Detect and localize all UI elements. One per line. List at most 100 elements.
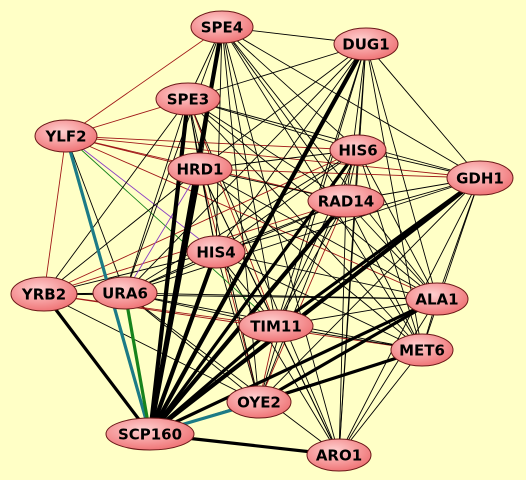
node-ura6[interactable]: URA6 (92, 276, 158, 310)
node-ylf2[interactable]: YLF2 (34, 119, 98, 153)
edge-dug1-his6 (357, 43, 367, 151)
node-label: DUG1 (342, 36, 389, 54)
node-met6[interactable]: MET6 (390, 333, 454, 367)
node-label: SCP160 (118, 426, 182, 444)
node-ellipse[interactable] (105, 417, 195, 451)
edge-spe4-his6 (221, 26, 359, 151)
edge-aro1-ala1 (338, 298, 438, 456)
edge-dug1-his4 (215, 43, 367, 253)
node-scp160[interactable]: SCP160 (105, 417, 195, 451)
edge-scp160-ura6 (123, 291, 152, 436)
node-ellipse[interactable] (186, 235, 246, 269)
node-his6[interactable]: HIS6 (329, 134, 387, 166)
edge-spe3-his6 (187, 98, 359, 151)
edge-his4-ala1 (215, 251, 438, 300)
edge-rad14-ala1 (345, 200, 438, 300)
edge-rad14-tim11 (275, 200, 347, 327)
edge-yrb2-his6 (43, 149, 359, 295)
node-rad14[interactable]: RAD14 (307, 184, 385, 218)
node-label: ARO1 (316, 447, 362, 465)
node-ellipse[interactable] (190, 10, 254, 44)
edge-spe4-ala1 (221, 26, 438, 300)
node-label: ALA1 (415, 291, 458, 309)
edge-scp160-his4 (147, 249, 219, 437)
edge-ylf2-spe4 (65, 26, 223, 137)
node-spe3[interactable]: SPE3 (155, 82, 221, 116)
edge-ylf2-his4 (65, 135, 217, 253)
node-ellipse[interactable] (307, 184, 385, 218)
node-hrd1[interactable]: HRD1 (167, 152, 233, 186)
edge-oye2-hrd1 (199, 168, 260, 403)
edge-ylf2-yrb2 (43, 135, 67, 295)
edge-spe3-ura6 (124, 98, 189, 294)
edge-yrb2-oye2 (43, 293, 260, 403)
node-label: HIS6 (338, 142, 377, 160)
node-ellipse[interactable] (226, 385, 292, 419)
node-label: TIM11 (250, 318, 302, 336)
node-ellipse[interactable] (405, 282, 469, 316)
edge-scp160-hrd1 (147, 166, 203, 437)
edge-ylf2-ala1 (65, 135, 438, 300)
node-tim11[interactable]: TIM11 (238, 309, 314, 343)
node-oye2[interactable]: OYE2 (226, 385, 292, 419)
edge-hrd1-ura6 (124, 168, 201, 294)
node-ellipse[interactable] (446, 160, 514, 196)
edge-rad14-met6 (345, 200, 423, 351)
node-his4[interactable]: HIS4 (186, 235, 246, 269)
edge-scp160-spe3 (147, 96, 191, 437)
edge-ylf2-ura6 (65, 135, 126, 294)
node-ellipse[interactable] (390, 333, 454, 367)
edge-scp160-gdh1 (147, 175, 483, 437)
node-ellipse[interactable] (333, 27, 399, 61)
node-ellipse[interactable] (34, 119, 98, 153)
edge-spe4-gdh1 (221, 26, 481, 179)
node-label: HRD1 (177, 161, 224, 179)
node-gdh1[interactable]: GDH1 (446, 160, 514, 196)
edge-scp160-dug1 (147, 41, 369, 437)
edge-spe3-gdh1 (187, 98, 481, 179)
edge-dug1-hrd1 (199, 43, 367, 170)
node-label: YRB2 (21, 286, 66, 304)
edge-oye2-ura6 (124, 292, 260, 403)
node-label: RAD14 (318, 193, 374, 211)
edge-scp160-ala1 (148, 297, 439, 436)
node-ala1[interactable]: ALA1 (405, 282, 469, 316)
edge-oye2-spe4 (221, 26, 260, 403)
node-label: OYE2 (237, 394, 281, 412)
node-yrb2[interactable]: YRB2 (10, 276, 78, 312)
node-ellipse[interactable] (306, 438, 372, 472)
node-ellipse[interactable] (329, 134, 387, 166)
node-label: GDH1 (456, 170, 504, 188)
node-label: SPE3 (167, 91, 209, 109)
edge-spe4-his4 (215, 26, 223, 253)
node-ellipse[interactable] (167, 152, 233, 186)
edge-dug1-ala1 (365, 43, 438, 300)
node-ellipse[interactable] (92, 276, 158, 310)
node-label: YLF2 (44, 128, 86, 146)
node-label: HIS4 (196, 244, 235, 262)
edge-yrb2-hrd1 (43, 168, 201, 295)
edge-dug1-rad14 (345, 43, 367, 202)
edge-gdh1-ura6 (124, 177, 481, 294)
node-ellipse[interactable] (238, 309, 314, 343)
node-ellipse[interactable] (10, 276, 78, 312)
edge-oye2-ala1 (257, 297, 439, 404)
edge-his6-ura6 (124, 149, 359, 294)
edge-aro1-his4 (215, 251, 340, 456)
edge-oye2-rad14 (258, 200, 347, 403)
edge-his6-his4 (215, 149, 359, 253)
edge-aro1-ura6 (124, 292, 340, 456)
node-ellipse[interactable] (155, 82, 221, 116)
node-label: URA6 (102, 285, 148, 303)
node-dug1[interactable]: DUG1 (333, 27, 399, 61)
edge-hrd1-met6 (199, 168, 423, 351)
edge-spe3-rad14 (187, 98, 347, 202)
node-spe4[interactable]: SPE4 (190, 10, 254, 44)
edge-ylf2-gdh1 (65, 135, 481, 179)
edge-gdh1-met6 (421, 177, 481, 351)
edge-dug1-spe3 (187, 43, 367, 100)
node-aro1[interactable]: ARO1 (306, 438, 372, 472)
edge-scp160-yrb2 (42, 292, 152, 436)
